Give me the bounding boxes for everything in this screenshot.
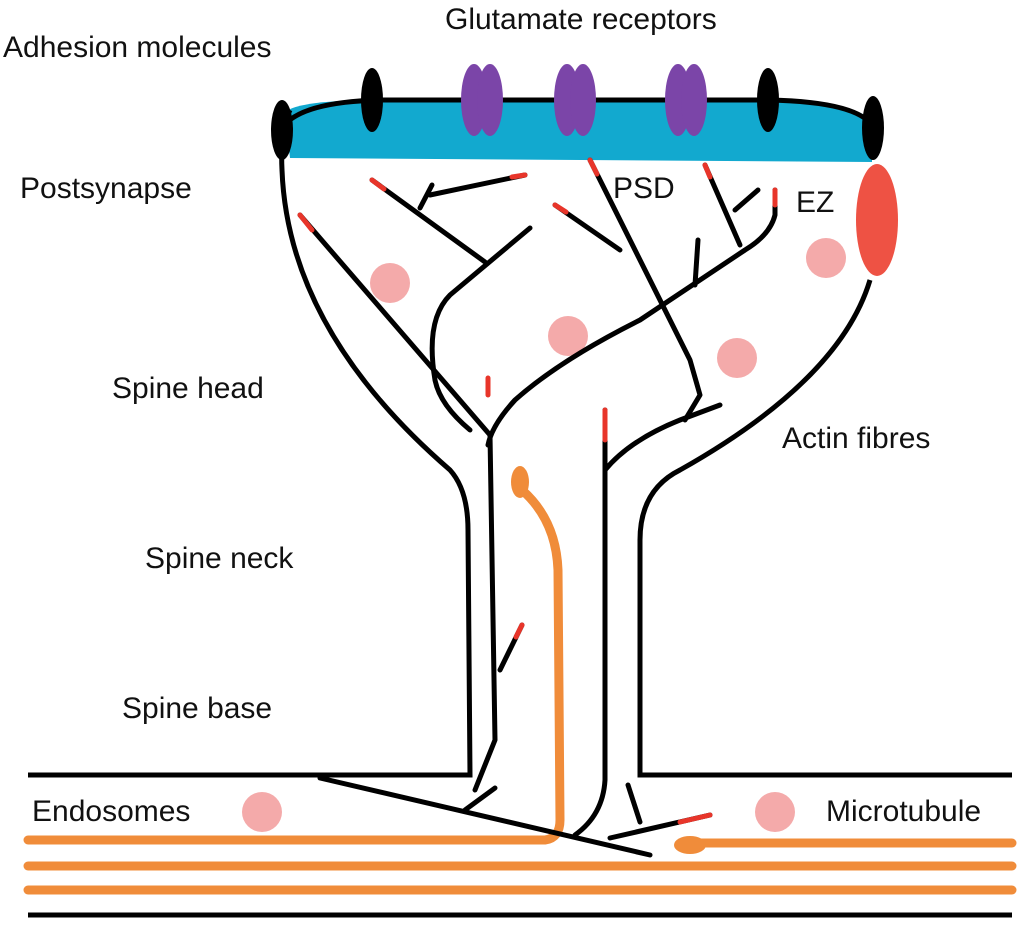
label-glutamate-receptors: Glutamate receptors	[445, 3, 717, 36]
adhesion-molecule	[757, 68, 779, 132]
endosome	[548, 316, 588, 356]
actin-tip	[297, 212, 315, 233]
actin-tip	[369, 177, 387, 192]
microtubule-1	[23, 485, 565, 845]
endocytic-zone	[856, 164, 898, 276]
spine-outline-left	[28, 108, 473, 778]
microtubules	[23, 485, 1017, 895]
actin-tip	[702, 162, 713, 180]
receptor-subunit	[570, 64, 596, 136]
label-endosomes: Endosomes	[32, 795, 191, 828]
actin-fibre	[692, 237, 701, 288]
endosome	[370, 263, 410, 303]
microtubule-plus-end	[511, 466, 529, 498]
label-psd: PSD	[613, 172, 675, 205]
label-spine-head: Spine head	[112, 372, 264, 405]
spine-outline-right	[637, 279, 1012, 778]
label-actin-fibres: Actin fibres	[782, 422, 931, 455]
label-postsynapse: Postsynapse	[20, 172, 192, 205]
adhesion-molecule	[361, 68, 383, 132]
endosome	[242, 792, 282, 832]
actin-fibres	[297, 157, 778, 858]
actin-fibre	[429, 225, 533, 433]
label-spine-base: Spine base	[122, 692, 273, 725]
actin-tip	[587, 157, 600, 177]
label-microtubule: Microtubule	[826, 795, 982, 828]
actin-fibre	[417, 182, 435, 211]
adhesion-molecule	[862, 96, 884, 160]
actin-fibre	[427, 172, 528, 198]
label-spine-neck: Spine neck	[145, 542, 294, 575]
endosome	[806, 238, 846, 278]
label-adhesion-molecules: Adhesion molecules	[3, 31, 272, 64]
actin-fibre	[732, 187, 761, 213]
actin-fibre	[587, 157, 703, 423]
actin-fibre	[485, 187, 778, 448]
label-ez: EZ	[796, 186, 835, 219]
actin-tip	[509, 172, 528, 180]
adhesion-molecules	[271, 68, 884, 160]
actin-tip	[677, 812, 713, 825]
actin-fibre	[602, 402, 723, 473]
actin-tip	[513, 622, 525, 640]
adhesion-molecule	[271, 100, 293, 160]
actin-tip	[552, 202, 569, 215]
actin-fibre	[369, 177, 488, 265]
actin-fibre	[625, 782, 643, 825]
receptor-subunit	[681, 64, 707, 136]
receptor-subunit	[477, 64, 503, 136]
actin-fibre	[462, 785, 498, 813]
endosome	[755, 792, 795, 832]
actin-fibre	[572, 407, 608, 838]
actin-fibre	[297, 212, 498, 793]
actin-fibre	[317, 775, 653, 858]
glutamate-receptors	[461, 64, 707, 136]
endosome	[717, 338, 757, 378]
endosomes	[242, 238, 846, 832]
actin-barbed-ends	[297, 157, 778, 825]
microtubule-plus-end	[674, 836, 706, 854]
